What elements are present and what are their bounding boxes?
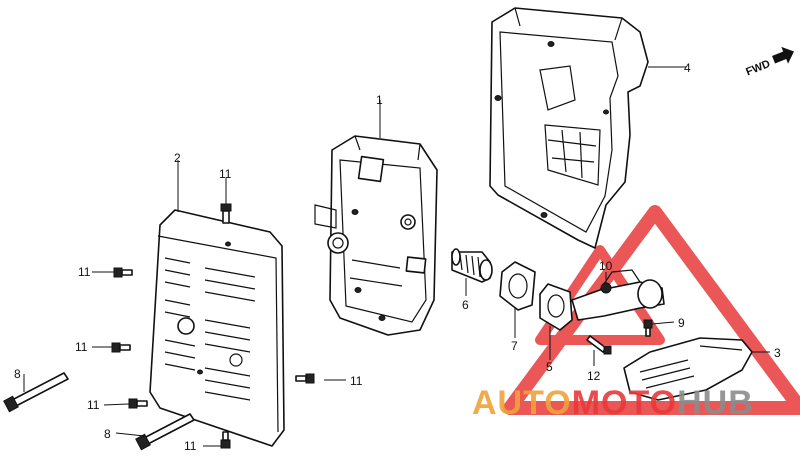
screw-9-part [643, 319, 653, 337]
callout-11-left-low: 11 [87, 398, 100, 412]
arrester-part [451, 248, 493, 283]
callout-9: 9 [678, 316, 685, 330]
gasket-b-part [539, 283, 573, 331]
bolt-bottom-part [220, 431, 231, 449]
watermark-text: AUTOMOTOHUB [472, 384, 754, 422]
svg-text:AUTOMOTOHUB: AUTOMOTOHUB [472, 384, 754, 422]
callout-1: 1 [376, 93, 383, 107]
callout-7: 7 [511, 339, 518, 353]
bolt-left-mid-part [111, 342, 131, 353]
nut-10-part [600, 282, 612, 294]
stud-lower-part [135, 413, 195, 451]
watermark-hub: HUB [677, 384, 754, 422]
callout-8-lower: 8 [104, 427, 111, 441]
callout-11-bottom: 11 [184, 439, 197, 453]
shroud-part [489, 7, 649, 249]
callout-11-top: 11 [219, 167, 232, 181]
callout-3: 3 [774, 346, 781, 360]
callout-6: 6 [462, 298, 469, 312]
bolt-right-part [295, 373, 315, 384]
bolt-top-part [220, 203, 232, 224]
bolt-left-upper-part [113, 267, 133, 278]
callout-11-left-mid: 11 [75, 340, 88, 354]
callout-10: 10 [599, 259, 613, 273]
callout-2: 2 [174, 151, 181, 165]
callout-labels: 1 2 3 4 5 6 7 8 8 9 10 11 11 11 11 11 11… [14, 61, 781, 453]
callout-12: 12 [587, 369, 601, 383]
gasket-a-part [499, 261, 536, 311]
protector-rear-part [623, 337, 753, 401]
arrow-right-icon [772, 46, 794, 64]
callout-4: 4 [684, 61, 691, 75]
callout-11-left-upper: 11 [78, 265, 91, 279]
fwd-label: FWD [744, 58, 772, 79]
watermark-auto: AUTO [472, 384, 572, 422]
callout-11-right: 11 [350, 374, 363, 388]
stud-upper-part [3, 372, 69, 413]
muffler-part [314, 135, 438, 336]
protector-front-part [149, 209, 285, 447]
bolt-12-part [586, 335, 612, 355]
callout-5: 5 [546, 360, 553, 374]
fwd-direction-indicator: FWD [744, 46, 794, 79]
leader-lines [23, 66, 770, 447]
callout-8-upper: 8 [14, 367, 21, 381]
watermark-moto: MOTO [572, 384, 677, 422]
bolt-left-low-part [128, 398, 148, 409]
